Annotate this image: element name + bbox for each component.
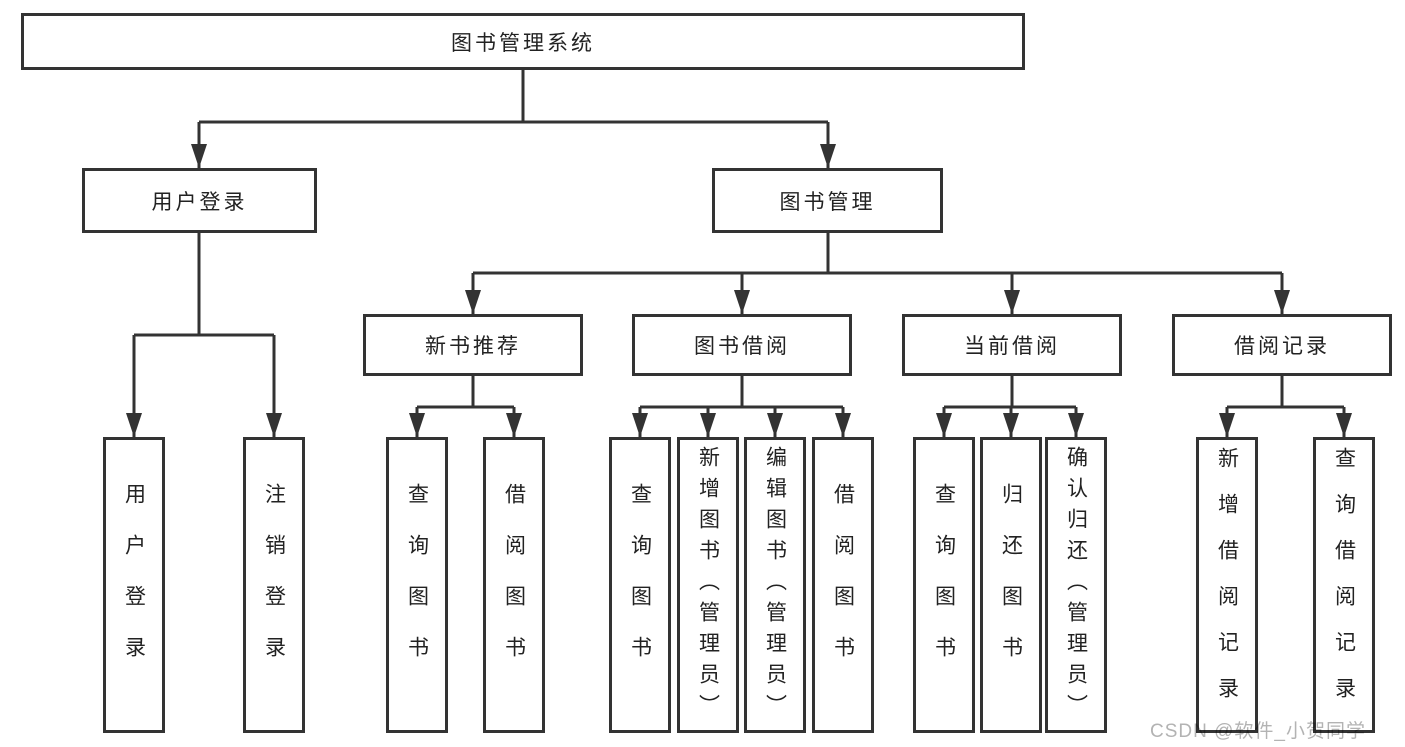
leaf-newbook-query-books: 查询图书 bbox=[386, 437, 448, 733]
leaf-logout-label: 注销登录 bbox=[262, 483, 286, 687]
tree-edges bbox=[132, 70, 1346, 437]
leaf-query-borrow-record: 查询借阅记录 bbox=[1313, 437, 1375, 733]
leaf-confirm-return-admin: 确认归还（管理员） bbox=[1045, 437, 1107, 733]
leaf-return-books: 归还图书 bbox=[980, 437, 1042, 733]
leaf-add-book-admin: 新增图书（管理员） bbox=[677, 437, 739, 733]
leaf-newbook-borrow-books-label: 借阅图书 bbox=[502, 483, 526, 687]
leaf-borrow-borrow-books-label: 借阅图书 bbox=[831, 483, 855, 687]
node-borrow-records: 借阅记录 bbox=[1172, 314, 1392, 376]
leaf-borrow-query-books-label: 查询图书 bbox=[628, 483, 652, 687]
node-book-management: 图书管理 bbox=[712, 168, 943, 233]
leaf-query-borrow-record-label: 查询借阅记录 bbox=[1332, 447, 1356, 723]
node-current-borrow: 当前借阅 bbox=[902, 314, 1122, 376]
node-current-borrow-label: 当前借阅 bbox=[964, 335, 1060, 358]
node-user-login: 用户登录 bbox=[82, 168, 317, 233]
node-book-management-label: 图书管理 bbox=[779, 190, 876, 214]
leaf-current-query-books: 查询图书 bbox=[913, 437, 975, 733]
node-book-borrow: 图书借阅 bbox=[632, 314, 852, 376]
leaf-edit-book-admin: 编辑图书（管理员） bbox=[744, 437, 806, 733]
leaf-edit-book-admin-label: 编辑图书（管理员） bbox=[763, 445, 787, 725]
node-book-borrow-label: 图书借阅 bbox=[694, 335, 790, 358]
node-new-book-recommend: 新书推荐 bbox=[363, 314, 583, 376]
leaf-confirm-return-admin-label: 确认归还（管理员） bbox=[1064, 445, 1088, 725]
node-root: 图书管理系统 bbox=[21, 13, 1025, 70]
node-borrow-records-label: 借阅记录 bbox=[1234, 335, 1330, 358]
leaf-return-books-label: 归还图书 bbox=[999, 483, 1023, 687]
node-user-login-label: 用户登录 bbox=[151, 190, 248, 214]
leaf-newbook-borrow-books: 借阅图书 bbox=[483, 437, 545, 733]
node-new-book-recommend-label: 新书推荐 bbox=[425, 335, 521, 358]
leaf-add-borrow-record-label: 新增借阅记录 bbox=[1215, 447, 1239, 723]
leaf-add-borrow-record: 新增借阅记录 bbox=[1196, 437, 1258, 733]
leaf-newbook-query-books-label: 查询图书 bbox=[405, 483, 429, 687]
leaf-borrow-query-books: 查询图书 bbox=[609, 437, 671, 733]
leaf-add-book-admin-label: 新增图书（管理员） bbox=[696, 445, 720, 725]
leaf-user-login: 用户登录 bbox=[103, 437, 165, 733]
arrowheads bbox=[126, 144, 1352, 437]
csdn-watermark: CSDN @软件_小贺同学 bbox=[1150, 721, 1366, 742]
leaf-current-query-books-label: 查询图书 bbox=[932, 483, 956, 687]
node-root-label: 图书管理系统 bbox=[451, 31, 595, 55]
leaf-borrow-borrow-books: 借阅图书 bbox=[812, 437, 874, 733]
leaf-user-login-label: 用户登录 bbox=[122, 483, 146, 687]
leaf-logout: 注销登录 bbox=[243, 437, 305, 733]
